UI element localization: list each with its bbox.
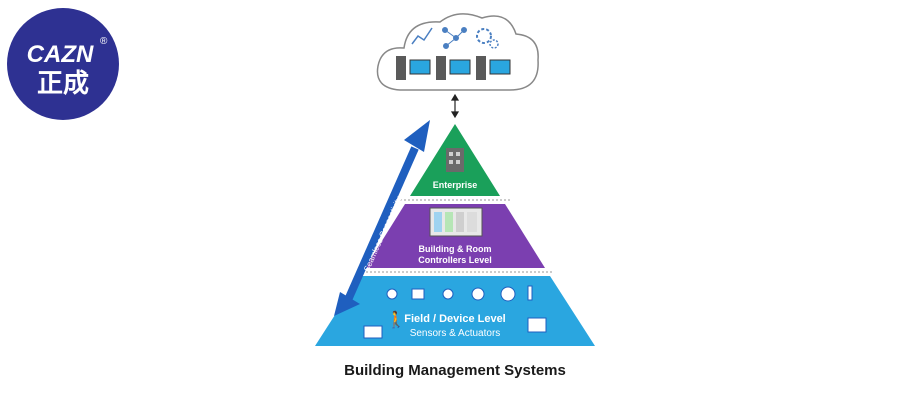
logo-latin-text: CAZN — [27, 41, 94, 68]
actuator-icon — [363, 325, 383, 339]
person-motion-icon: 🚶 — [386, 310, 406, 329]
line-chart-icon — [411, 27, 433, 45]
diagram-caption: Building Management Systems — [344, 362, 566, 379]
tier-controllers-label: Building & Room — [419, 244, 492, 254]
switch-icon — [411, 288, 425, 300]
logo-cjk-text: 正成 — [37, 69, 89, 99]
tier-controllers-label-line2: Controllers Level — [418, 255, 492, 265]
tier-enterprise-label: Enterprise — [433, 180, 478, 190]
fan-icon — [500, 286, 516, 302]
cloud-icon — [376, 13, 539, 91]
tier-field-devices — [315, 276, 595, 346]
light-icon — [471, 287, 485, 301]
camera-icon — [386, 288, 398, 300]
gear-icon — [476, 28, 499, 49]
tier-field-sublabel: Sensors & Actuators — [410, 328, 501, 339]
thermometer-icon — [527, 285, 533, 301]
company-logo: CAZN ® 正成 — [7, 8, 119, 120]
meter-icon — [527, 317, 547, 333]
cloud-connector-arrow — [450, 93, 460, 119]
tier-field-label: Field / Device Level — [404, 313, 506, 325]
device-icons-row — [386, 285, 533, 302]
server-monitor-row — [396, 56, 511, 80]
logo-circle — [7, 8, 119, 120]
network-icon — [442, 27, 467, 49]
sensor-icon — [442, 288, 454, 300]
logo-registered-mark: ® — [100, 36, 108, 47]
controller-panel-icon — [429, 207, 483, 237]
building-icon — [446, 148, 464, 172]
